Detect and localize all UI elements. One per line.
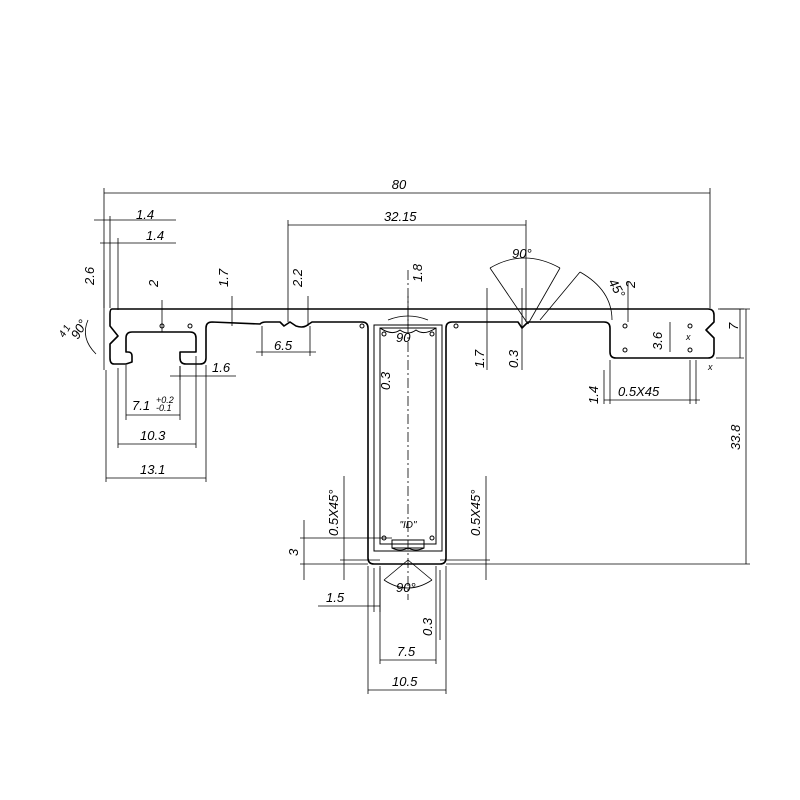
dim-3: 3 [286,548,301,556]
dim-chamfer-right: 0.5X45° [468,490,483,536]
marker-x-2: x [707,362,713,372]
dim-0-3-bottom: 0.3 [420,617,435,636]
dim-10-3: 10.3 [140,428,166,443]
dim-2-2: 2.2 [290,268,305,288]
dim-1-5: 1.5 [326,590,345,605]
dim-4-small: 4 [57,329,70,340]
dimension-labels: 80 1.4 1.4 32.15 2.6 90° 1 4 2 1.7 2.2 1… [57,177,743,689]
marker-x-1: x [685,332,691,342]
dim-chamfer-left: 0.5X45° [326,490,341,536]
dim-angle-stem-top: 90 [396,330,411,345]
dim-chamfer-right-top: 0.5X45 [618,384,660,399]
dim-1-6: 1.6 [212,360,231,375]
dim-tol-upper: +0.2 [156,395,174,405]
dim-2-6: 2.6 [82,266,97,286]
dim-angle-bottom: 90° [396,580,416,595]
stem-cavity [373,324,443,552]
dim-7: 7 [726,322,741,330]
dimension-lines [94,188,750,694]
dim-1-7-right: 1.7 [472,349,487,368]
dim-1-4-a: 1.4 [136,207,154,222]
dim-6-5: 6.5 [274,338,293,353]
dim-2-left: 2 [146,279,161,288]
dim-13-1: 13.1 [140,462,165,477]
dim-10-5: 10.5 [392,674,418,689]
dim-7-5: 7.5 [397,644,416,659]
dim-80: 80 [392,177,407,192]
angle-arcs [84,257,613,589]
dim-1-4-right: 1.4 [586,386,601,404]
dim-1-4-b: 1.4 [146,228,164,243]
dim-33-8: 33.8 [728,424,743,450]
dim-0-3-right: 0.3 [506,349,521,368]
dim-0-3-stem: 0.3 [378,371,393,390]
dim-32-15: 32.15 [384,209,417,224]
dim-2-right: 2 [623,280,638,289]
dim-angle-right-top: 90° [512,246,532,261]
dim-7-1: 7.1 [132,398,150,413]
dim-1-small: 1 [61,323,73,333]
dim-3-6: 3.6 [650,331,665,350]
dim-1-7-left: 1.7 [216,268,231,287]
dim-tol-lower: -0.1 [156,403,172,413]
dim-1-8: 1.8 [410,263,425,282]
id-label: "ID" [399,520,417,531]
profile-outline [109,308,715,565]
